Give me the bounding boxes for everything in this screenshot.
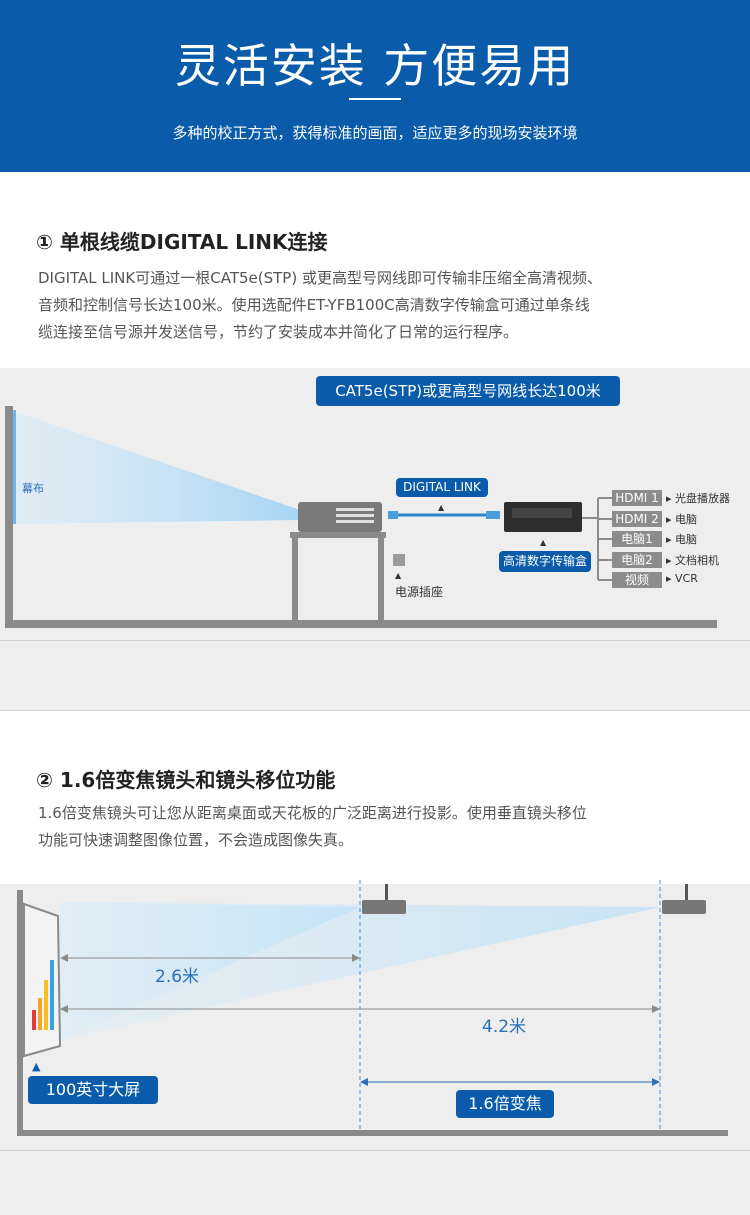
- floor: [5, 620, 717, 628]
- device-label: ▸ 文档相机: [666, 554, 720, 567]
- section2-body: 1.6倍变焦镜头可让您从距离桌面或天花板的广泛距离进行投影。使用垂直镜头移位 功…: [38, 800, 728, 854]
- wall: [5, 406, 13, 628]
- port-pc2: 电脑2: [612, 552, 662, 568]
- power-socket-label: 电源插座: [395, 585, 444, 599]
- section2-title-text: 1.6倍变焦镜头和镜头移位功能: [59, 768, 336, 792]
- device-label: ▸ 电脑: [666, 513, 698, 526]
- screen-size-label: 100英寸大屏: [28, 1076, 158, 1104]
- transmitter-box-label: 高清数字传输盒: [499, 551, 591, 572]
- port-hdmi2: HDMI 2: [612, 511, 662, 527]
- table-leg: [292, 538, 298, 620]
- power-socket: [393, 554, 405, 566]
- hero-banner: 灵活安装 方便易用 多种的校正方式，获得标准的画面，适应更多的现场安装环境: [0, 0, 750, 172]
- cable-plug: [388, 511, 398, 519]
- near-distance-label: 2.6米: [155, 967, 200, 987]
- zoom-distance-diagram: [17, 880, 728, 1136]
- wall: [17, 890, 23, 1136]
- floor: [17, 1130, 728, 1136]
- screen-label: 幕布: [22, 482, 44, 495]
- cable-plug: [486, 511, 500, 519]
- section1-number: ①: [36, 230, 53, 254]
- table-leg: [378, 538, 384, 620]
- triangle-marker: ▲: [438, 503, 445, 512]
- screen-chart-bar: [50, 960, 54, 1030]
- device-label: ▸ 光盘播放器: [666, 492, 731, 505]
- section2-number: ②: [36, 768, 53, 792]
- hero-subtitle: 多种的校正方式，获得标准的画面，适应更多的现场安装环境: [172, 124, 578, 142]
- device-label: ▸ 电脑: [666, 533, 698, 546]
- section1-body: DIGITAL LINK可通过一根CAT5e(STP) 或更高型号网线即可传输非…: [38, 265, 728, 346]
- projection-beam: [16, 412, 300, 524]
- divider: [0, 640, 750, 641]
- triangle-marker: ▲: [395, 571, 402, 580]
- section2-body-line: 功能可快速调整图像位置，不会造成图像失真。: [38, 831, 354, 849]
- far-distance-label: 4.2米: [482, 1017, 527, 1037]
- port-video: 视频: [612, 572, 662, 588]
- divider: [0, 1150, 750, 1151]
- projector-near: [362, 900, 406, 914]
- large-screen: [23, 902, 62, 1058]
- screen-chart-bar: [38, 998, 42, 1030]
- digital-link-label: DIGITAL LINK: [396, 478, 488, 497]
- port-hdmi1: HDMI 1: [612, 490, 662, 506]
- screen-chart-bar: [32, 1010, 36, 1030]
- section1-body-line: DIGITAL LINK可通过一根CAT5e(STP) 或更高型号网线即可传输非…: [38, 269, 602, 287]
- triangle-marker: ▲: [32, 1060, 41, 1073]
- cable-length-banner: CAT5e(STP)或更高型号网线长达100米: [316, 376, 620, 406]
- section1-title-text: 单根线缆DIGITAL LINK连接: [59, 230, 328, 254]
- triangle-marker: ▲: [540, 538, 547, 547]
- port-pc1: 电脑1: [612, 531, 662, 547]
- digital-link-diagram: [5, 406, 717, 628]
- divider: [0, 710, 750, 711]
- projector-far: [662, 900, 706, 914]
- table-top: [290, 532, 386, 538]
- section2-title: ② 1.6倍变焦镜头和镜头移位功能: [36, 764, 335, 793]
- projection-screen: [13, 410, 16, 524]
- projection-beam-near: [60, 902, 360, 1040]
- section2-body-line: 1.6倍变焦镜头可让您从距离桌面或天花板的广泛距离进行投影。使用垂直镜头移位: [38, 804, 587, 822]
- section1-body-line: 音频和控制信号长达100米。使用选配件ET-YFB100C高清数字传输盒可通过单…: [38, 296, 590, 314]
- zoom-label: 1.6倍变焦: [456, 1090, 554, 1118]
- hero-divider: [349, 98, 401, 100]
- screen-chart-bar: [44, 980, 48, 1030]
- section2-text-bg: [0, 710, 750, 882]
- section1-body-line: 缆连接至信号源并发送信号，节约了安装成本并简化了日常的运行程序。: [38, 323, 519, 341]
- hero-title: 灵活安装 方便易用: [174, 39, 576, 93]
- section1-title: ① 单根线缆DIGITAL LINK连接: [36, 226, 328, 255]
- device-label: ▸ VCR: [666, 572, 698, 585]
